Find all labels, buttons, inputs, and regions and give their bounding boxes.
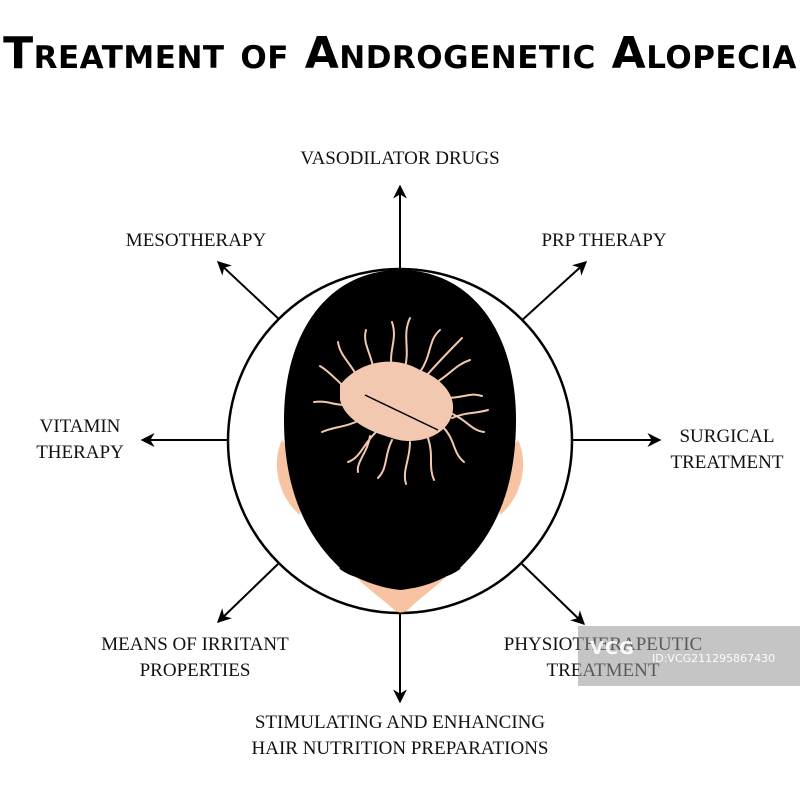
right-brow bbox=[433, 567, 461, 579]
label-surgical-treatment: SURGICAL TREATMENT bbox=[660, 424, 794, 476]
label-line: PROPERTIES bbox=[139, 660, 251, 681]
head-illustration bbox=[276, 270, 524, 613]
watermark: VCG ID:VCG211295867430 bbox=[578, 626, 800, 686]
label-line: HAIR NUTRITION PREPARATIONS bbox=[251, 738, 549, 759]
label-vitamin-therapy: VITAMIN THERAPY bbox=[20, 414, 140, 466]
watermark-id: ID:VCG211295867430 bbox=[652, 652, 776, 665]
label-line: PRP THERAPY bbox=[541, 230, 667, 251]
label-mesotherapy: MESOTHERAPY bbox=[96, 228, 296, 254]
watermark-logo: VCG bbox=[590, 638, 635, 659]
label-line: SURGICAL bbox=[679, 426, 775, 447]
left-brow bbox=[339, 567, 367, 579]
label-means-of-irritant-properties: MEANS OF IRRITANT PROPERTIES bbox=[80, 632, 310, 684]
bald-spot bbox=[313, 317, 489, 485]
arrows bbox=[140, 184, 662, 704]
page-title: Treatment of Androgenetic Alopecia bbox=[3, 28, 797, 79]
label-line: MEANS OF IRRITANT bbox=[101, 634, 289, 655]
arrow-up-left bbox=[216, 261, 283, 323]
label-line: VASODILATOR DRUGS bbox=[300, 148, 500, 169]
label-vasodilator-drugs: VASODILATOR DRUGS bbox=[240, 146, 560, 172]
arrow-down-left bbox=[216, 563, 279, 623]
label-stimulating-hair-nutrition: STIMULATING AND ENHANCING HAIR NUTRITION… bbox=[190, 710, 610, 762]
label-line: VITAMIN bbox=[39, 416, 121, 437]
label-line: THERAPY bbox=[36, 442, 124, 463]
arrow-down-right bbox=[521, 563, 586, 625]
arrow-up-right bbox=[519, 261, 588, 323]
label-line: TREATMENT bbox=[670, 452, 784, 473]
label-line: MESOTHERAPY bbox=[125, 230, 267, 251]
label-prp-therapy: PRP THERAPY bbox=[514, 228, 694, 254]
label-line: STIMULATING AND ENHANCING bbox=[254, 712, 546, 733]
